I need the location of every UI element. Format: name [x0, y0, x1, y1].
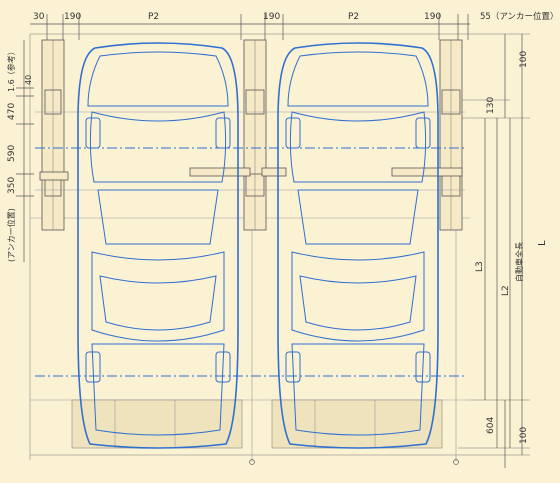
right-dimension-column: 100 130 L3 L2 L 自動車全長 604 100: [458, 34, 548, 468]
dim-590: 590: [7, 145, 17, 162]
dim-p2-right: P2: [348, 12, 359, 22]
dim-ref: 1.6（参考）: [6, 47, 16, 92]
dim-100-top: 100: [519, 51, 529, 68]
arm-left: [39, 171, 69, 181]
post-left: [41, 39, 65, 231]
post-right: [439, 39, 463, 465]
left-dimension-column: 1.6（参考） 40 470 590 350 (アンカー位置): [6, 40, 34, 262]
dim-p2-left: P2: [148, 12, 159, 22]
arm-right: [391, 167, 463, 177]
dim-anchor-right: 55（アンカー位置）: [480, 11, 558, 22]
post-middle: [243, 39, 267, 465]
dim-190-middle: 190: [263, 12, 280, 22]
dim-130: 130: [486, 97, 496, 114]
dim-100-bottom: 100: [519, 427, 529, 444]
dim-470: 470: [7, 103, 17, 120]
lift-posts: [39, 39, 463, 465]
dim-l3: L3: [475, 261, 485, 272]
platform-pits: [71, 399, 443, 449]
dim-car-length: 自動車全長: [514, 242, 524, 282]
dim-l2: L2: [501, 285, 511, 296]
dim-anchor-left: (アンカー位置): [6, 208, 16, 262]
arm-middle-right: [261, 167, 287, 177]
dim-30: 30: [33, 12, 45, 22]
car-right: [277, 42, 439, 449]
dim-190-right: 190: [424, 12, 441, 22]
dim-40: 40: [24, 75, 33, 85]
dim-350: 350: [7, 177, 17, 194]
arm-middle-left: [189, 167, 251, 177]
dim-604: 604: [486, 417, 496, 434]
dim-190-left: 190: [64, 12, 81, 22]
top-dimension-line: 30 190 P2 190 P2 190 55（アンカー位置）: [30, 11, 558, 40]
car-left: [77, 42, 239, 449]
dim-l: L: [537, 240, 548, 246]
